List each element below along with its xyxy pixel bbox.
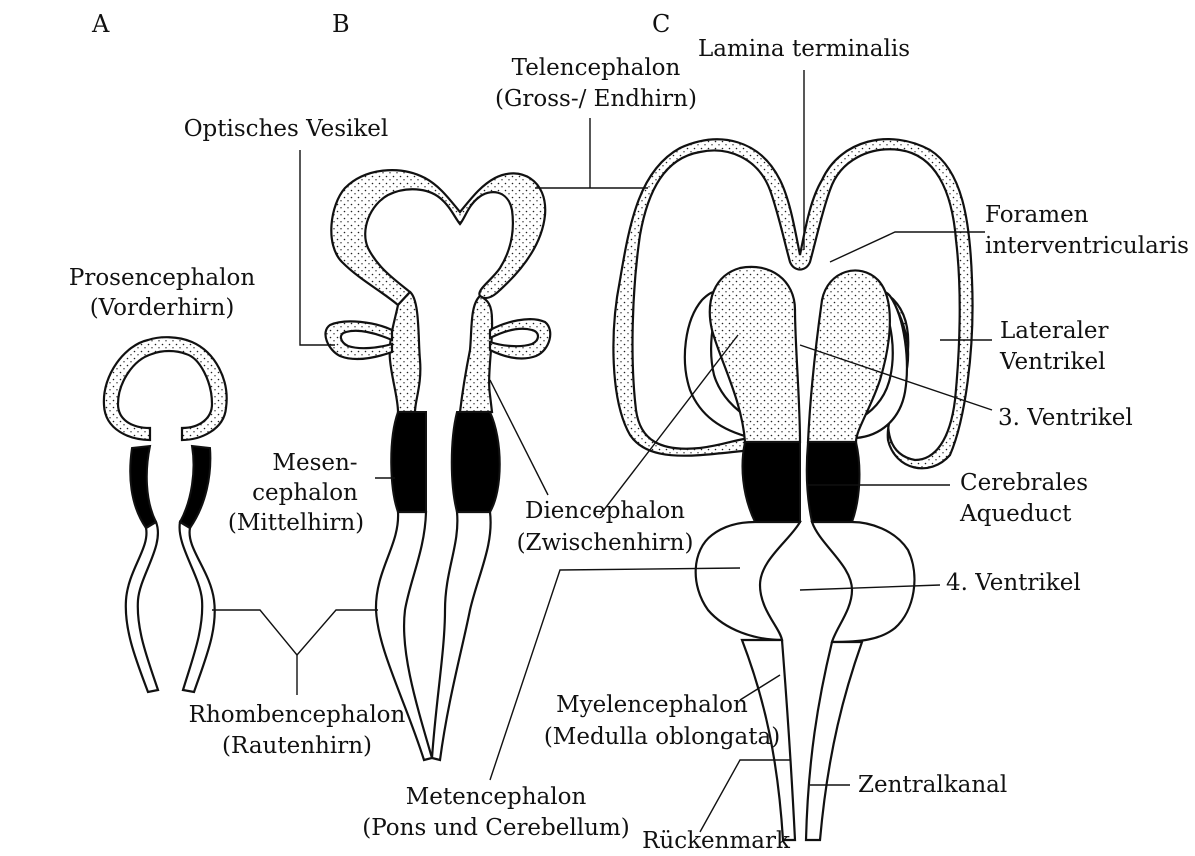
label-metencephalon: Metencephalon: [406, 784, 587, 810]
label-pons-cerebellum: (Pons und Cerebellum): [362, 815, 629, 841]
label-gross-endhirn: (Gross-/ Endhirn): [495, 86, 697, 112]
a-prosencephalon-wall: [104, 337, 227, 440]
label-zwischenhirn: (Zwischenhirn): [517, 530, 694, 556]
label-mesen: Mesen-: [272, 450, 357, 476]
b-rhombencephalon-right: [432, 512, 491, 760]
b-diencephalon-left: [390, 292, 421, 412]
label-prosencephalon: Prosencephalon: [69, 265, 255, 291]
label-interventricularis: interventricularis: [985, 233, 1189, 259]
c-mesencephalon-left: [742, 442, 800, 522]
label-zentralkanal: Zentralkanal: [858, 772, 1007, 798]
label-aqueduct: Aqueduct: [959, 501, 1072, 527]
c-metencephalon-bulb: [696, 522, 800, 640]
b-telencephalon-wall: [331, 170, 545, 305]
b-optic-vesicle-left: [325, 321, 392, 359]
a-mesencephalon-left: [130, 446, 156, 528]
label-vorderhirn: (Vorderhirn): [90, 295, 235, 321]
stage-a-drawing: [104, 337, 227, 692]
label-myelencephalon: Myelencephalon: [556, 692, 748, 718]
c-mesencephalon-right: [807, 442, 860, 522]
panel-label-b: B: [332, 10, 350, 38]
label-cephalon: cephalon: [252, 480, 358, 506]
label-rhombencephalon: Rhombencephalon: [189, 702, 406, 728]
b-mesencephalon-right: [452, 412, 500, 512]
label-rautenhirn: (Rautenhirn): [222, 733, 372, 759]
label-lateraler: Lateraler: [1000, 318, 1109, 344]
label-telencephalon: Telencephalon: [512, 55, 681, 81]
b-mesencephalon-left: [391, 412, 426, 512]
b-optic-vesicle-right: [490, 319, 550, 358]
label-cerebrales: Cerebrales: [960, 470, 1088, 496]
label-foramen: Foramen: [985, 202, 1089, 228]
label-lamina-terminalis: Lamina terminalis: [698, 36, 910, 62]
label-diencephalon: Diencephalon: [525, 498, 685, 524]
label-medulla-oblongata: (Medulla oblongata): [544, 724, 780, 750]
a-rhombencephalon-right: [180, 522, 215, 692]
b-diencephalon-right: [460, 296, 492, 412]
label-fourth-ventrikel: 4. Ventrikel: [946, 570, 1081, 596]
label-optisches-vesikel: Optisches Vesikel: [184, 116, 389, 142]
c-metencephalon-bulb-right: [812, 522, 914, 642]
stage-b-drawing: [325, 170, 550, 760]
label-third-ventrikel: 3. Ventrikel: [998, 405, 1133, 431]
a-rhombencephalon-left: [126, 522, 158, 692]
label-rueckenmark: Rückenmark: [642, 828, 791, 854]
label-ventrikel: Ventrikel: [999, 349, 1105, 375]
label-mittelhirn: (Mittelhirn): [228, 510, 364, 536]
panel-label-a: A: [91, 10, 110, 38]
c-myelencephalon-right: [806, 642, 862, 840]
a-mesencephalon-right: [180, 446, 210, 528]
panel-label-c: C: [652, 10, 670, 38]
